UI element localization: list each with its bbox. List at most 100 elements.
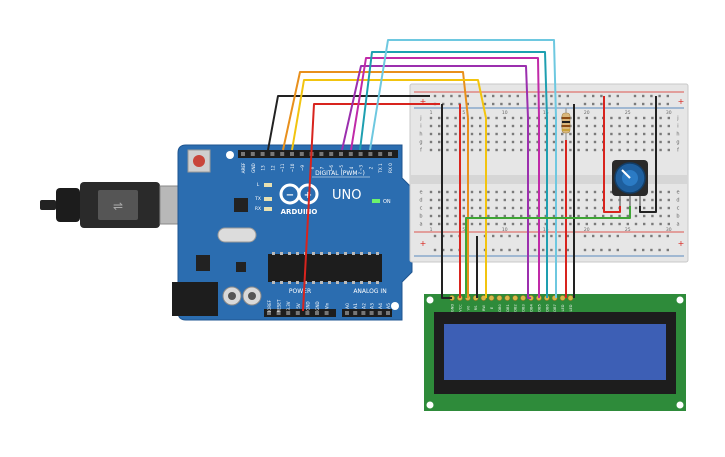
breadboard-hole[interactable] — [487, 214, 490, 218]
breadboard-hole[interactable] — [528, 124, 531, 128]
breadboard-hole[interactable] — [593, 214, 597, 218]
breadboard-hole[interactable] — [470, 222, 474, 226]
breadboard-hole[interactable] — [429, 140, 433, 144]
breadboard-hole[interactable] — [503, 198, 506, 202]
breadboard-hole[interactable] — [454, 132, 457, 136]
breadboard-hole[interactable] — [429, 124, 433, 128]
breadboard-hole[interactable] — [659, 190, 662, 194]
digital-pin-hole[interactable] — [368, 152, 373, 156]
breadboard-hole[interactable] — [561, 222, 564, 226]
rail-hole[interactable] — [666, 248, 669, 252]
digital-pin-hole[interactable] — [299, 152, 304, 156]
breadboard-hole[interactable] — [479, 206, 482, 210]
breadboard-hole[interactable] — [659, 148, 662, 152]
rail-hole[interactable] — [500, 94, 503, 98]
breadboard-hole[interactable] — [429, 214, 433, 218]
digital-pin-hole[interactable] — [329, 152, 334, 156]
rail-hole[interactable] — [642, 94, 645, 98]
breadboard-hole[interactable] — [511, 214, 515, 218]
rail-hole[interactable] — [508, 234, 511, 238]
rail-hole[interactable] — [616, 234, 619, 238]
breadboard-hole[interactable] — [593, 132, 597, 136]
breadboard-hole[interactable] — [643, 124, 646, 128]
breadboard-hole[interactable] — [626, 198, 629, 202]
rail-hole[interactable] — [450, 234, 453, 238]
rail-hole[interactable] — [666, 234, 669, 238]
breadboard-hole[interactable] — [544, 198, 547, 202]
breadboard-hole[interactable] — [429, 132, 433, 136]
breadboard-hole[interactable] — [503, 190, 506, 194]
breadboard-hole[interactable] — [569, 198, 572, 202]
breadboard-hole[interactable] — [643, 222, 646, 226]
power-pin-hole[interactable] — [305, 311, 310, 315]
breadboard-hole[interactable] — [626, 132, 629, 136]
breadboard-hole[interactable] — [487, 206, 490, 210]
rail-hole[interactable] — [492, 102, 495, 106]
digital-pin-hole[interactable] — [358, 152, 363, 156]
breadboard-hole[interactable] — [626, 140, 629, 144]
rail-hole[interactable] — [558, 94, 561, 98]
breadboard-hole[interactable] — [552, 148, 556, 152]
breadboard-hole[interactable] — [446, 222, 449, 226]
digital-pin-hole[interactable] — [290, 152, 294, 156]
rail-hole[interactable] — [442, 248, 445, 252]
rail-hole[interactable] — [633, 248, 637, 252]
rail-hole[interactable] — [633, 234, 637, 238]
breadboard-hole[interactable] — [520, 132, 523, 136]
rail-hole[interactable] — [516, 234, 519, 238]
rail-hole[interactable] — [433, 94, 437, 98]
breadboard-hole[interactable] — [470, 190, 474, 194]
breadboard-hole[interactable] — [552, 132, 556, 136]
rail-hole[interactable] — [508, 102, 511, 106]
breadboard-hole[interactable] — [446, 124, 449, 128]
rail-hole[interactable] — [466, 102, 469, 106]
rail-hole[interactable] — [450, 102, 453, 106]
breadboard-hole[interactable] — [495, 132, 498, 136]
breadboard-hole[interactable] — [528, 214, 531, 218]
breadboard-hole[interactable] — [503, 148, 506, 152]
breadboard-hole[interactable] — [651, 198, 654, 202]
breadboard-hole[interactable] — [438, 214, 441, 218]
breadboard-hole[interactable] — [536, 124, 539, 128]
lcd-pin[interactable] — [512, 295, 519, 301]
power-pin-hole[interactable] — [324, 311, 329, 315]
digital-pin-hole[interactable] — [241, 152, 245, 156]
breadboard-hole[interactable] — [626, 124, 629, 128]
breadboard-hole[interactable] — [520, 148, 523, 152]
breadboard-hole[interactable] — [667, 190, 670, 194]
breadboard-hole[interactable] — [462, 124, 465, 128]
breadboard-hole[interactable] — [454, 214, 457, 218]
breadboard-hole[interactable] — [667, 140, 670, 144]
rail-hole[interactable] — [542, 248, 545, 252]
analog-pin-hole[interactable] — [345, 311, 349, 315]
breadboard-hole[interactable] — [438, 116, 441, 120]
breadboard-hole[interactable] — [520, 116, 523, 120]
rail-hole[interactable] — [542, 234, 545, 238]
rail-hole[interactable] — [616, 102, 619, 106]
breadboard-hole[interactable] — [470, 116, 474, 120]
breadboard-hole[interactable] — [577, 222, 580, 226]
breadboard-hole[interactable] — [659, 132, 662, 136]
breadboard-hole[interactable] — [667, 206, 670, 210]
rail-hole[interactable] — [566, 234, 569, 238]
digital-pin-hole[interactable] — [319, 152, 324, 156]
breadboard-hole[interactable] — [618, 148, 621, 152]
breadboard-hole[interactable] — [610, 148, 613, 152]
rail-hole[interactable] — [642, 102, 645, 106]
rail-hole[interactable] — [642, 248, 645, 252]
analog-pin-hole[interactable] — [377, 311, 382, 315]
breadboard-hole[interactable] — [651, 148, 654, 152]
breadboard-hole[interactable] — [585, 222, 588, 226]
breadboard-hole[interactable] — [446, 116, 449, 120]
breadboard-hole[interactable] — [610, 214, 613, 218]
breadboard-hole[interactable] — [511, 198, 515, 202]
rail-hole[interactable] — [608, 248, 611, 252]
rail-hole[interactable] — [583, 248, 587, 252]
breadboard-hole[interactable] — [446, 190, 449, 194]
breadboard-hole[interactable] — [438, 140, 441, 144]
breadboard-hole[interactable] — [577, 132, 580, 136]
breadboard-hole[interactable] — [511, 140, 515, 144]
rail-hole[interactable] — [592, 248, 595, 252]
breadboard-hole[interactable] — [479, 124, 482, 128]
breadboard-hole[interactable] — [479, 140, 482, 144]
